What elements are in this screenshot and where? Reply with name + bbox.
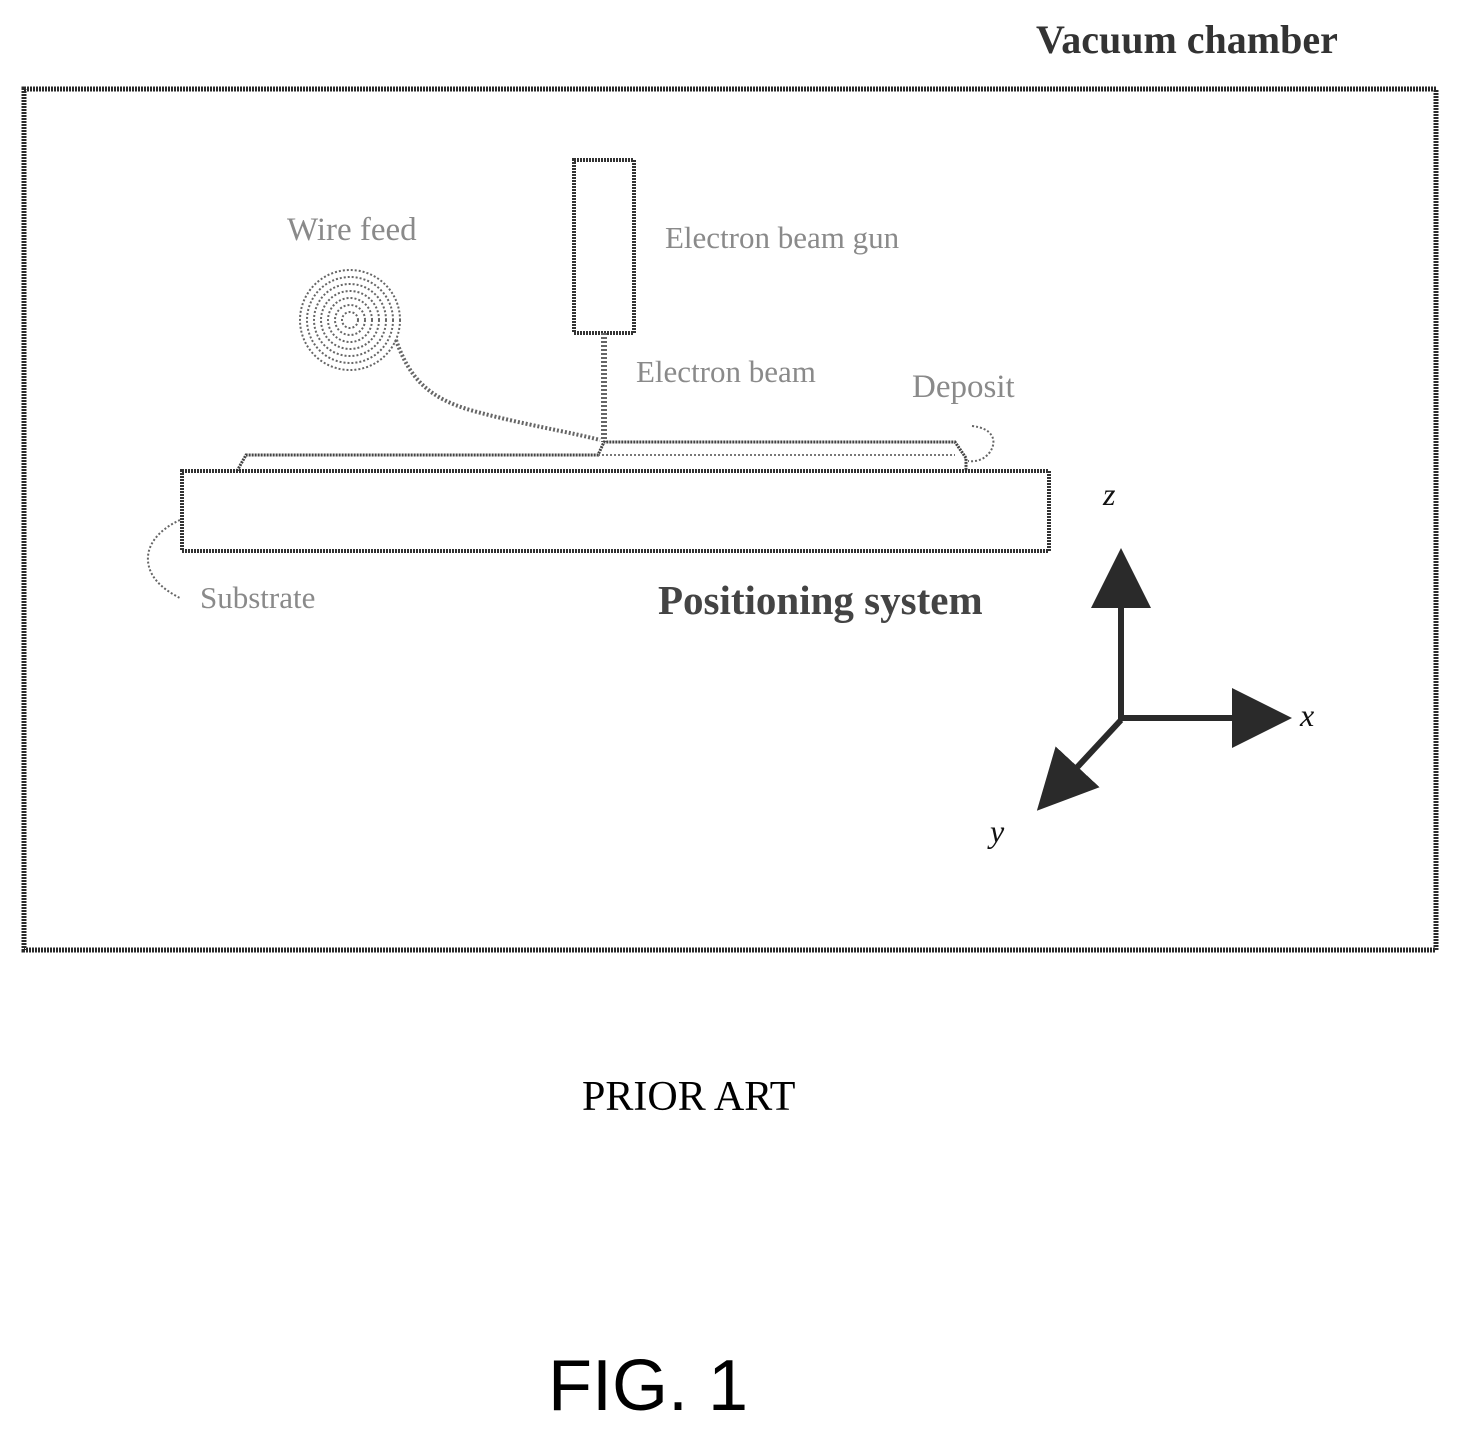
axis-y-label: y [990, 815, 1004, 847]
substrate-block [182, 471, 1049, 551]
axis-x-label: x [1300, 699, 1314, 731]
vacuum-chamber-label: Vacuum chamber [1036, 20, 1338, 60]
coordinate-axes [1045, 560, 1280, 802]
deposit-layer [237, 442, 966, 471]
wire-feed-label: Wire feed [287, 214, 417, 247]
positioning-system-label: Positioning system [658, 580, 983, 621]
substrate-label: Substrate [200, 582, 315, 613]
substrate-leader-line [148, 520, 180, 598]
electron-beam-gun [574, 160, 634, 333]
deposit-label: Deposit [912, 371, 1015, 404]
figure-number: FIG. 1 [548, 1350, 748, 1422]
electron-beam-gun-label: Electron beam gun [665, 222, 899, 253]
prior-art-caption: PRIOR ART [582, 1076, 795, 1118]
deposit-leader-line [968, 426, 993, 461]
electron-beam-label: Electron beam [636, 356, 816, 387]
wire-feed-spool [300, 270, 400, 370]
axis-z-label: z [1103, 478, 1115, 510]
axis-y-line [1045, 720, 1121, 802]
wire-path [396, 340, 600, 440]
